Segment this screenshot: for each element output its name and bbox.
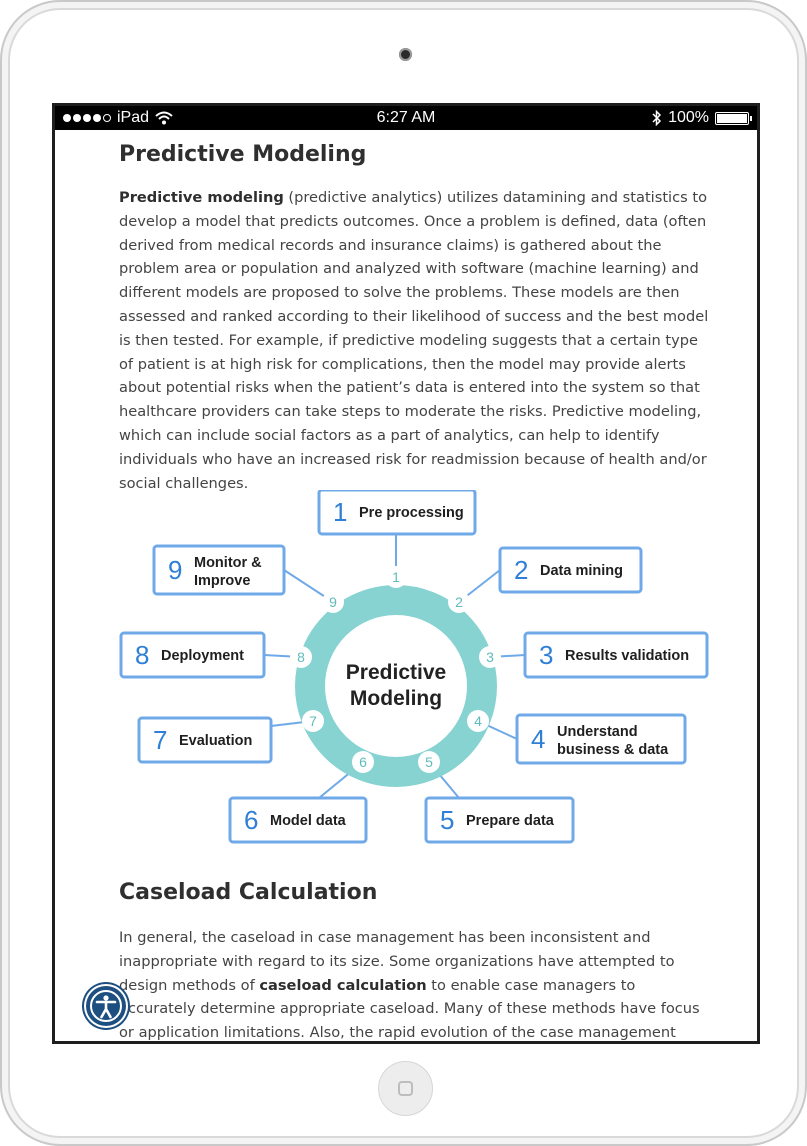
step-label-4-line2: business & data: [557, 742, 669, 758]
bold-term: Predictive modeling: [119, 189, 284, 206]
carrier-label: iPad: [117, 109, 150, 126]
step-number-6: 6: [244, 805, 258, 835]
predictive-modeling-paragraph: Predictive modeling (predictive analytic…: [119, 186, 711, 495]
ring-marker-2: [448, 591, 470, 613]
ring-marker-number-9: 9: [329, 594, 337, 610]
step-label-2: Data mining: [540, 563, 623, 579]
step-box-8: 8 Deployment: [119, 631, 266, 679]
step-label-9-line1: Monitor &: [194, 555, 262, 571]
ring-marker-9: [322, 591, 344, 613]
bluetooth-icon: [652, 110, 662, 126]
ring-marker-number-5: 5: [425, 754, 433, 770]
step-number-3: 3: [539, 640, 553, 670]
step-label-8: Deployment: [161, 648, 244, 664]
ring-marker-8: [290, 646, 312, 668]
caseload-paragraph: In general, the caseload in case managem…: [119, 926, 711, 1042]
ring-marker-number-6: 6: [359, 754, 367, 770]
section-title-predictive-modeling: Predictive Modeling: [119, 142, 367, 167]
diagram-center-line2: Modeling: [350, 687, 442, 710]
home-square-icon: [398, 1081, 413, 1096]
ring-marker-number-4: 4: [474, 713, 482, 729]
ring-marker-4: [467, 710, 489, 732]
status-bar: iPad 6:27 AM 100%: [55, 106, 757, 130]
step-number-2: 2: [514, 555, 528, 585]
caseload-text-before: In general, the caseload in case managem…: [119, 929, 675, 994]
caseload-text-after: to enable case managers to accurately de…: [119, 976, 700, 1042]
step-label-9-line2: Improve: [194, 573, 250, 589]
step-label-7: Evaluation: [179, 733, 252, 749]
ring-marker-number-7: 7: [309, 713, 317, 729]
step-number-1: 1: [333, 497, 347, 527]
step-box-1: 1 Pre processing: [317, 490, 477, 536]
step-number-9: 9: [168, 555, 182, 585]
step-number-4: 4: [531, 724, 545, 754]
ring-marker-number-1: 1: [392, 569, 400, 585]
step-box-9: 9 Monitor & Improve: [152, 544, 286, 596]
ring-marker-5: [418, 751, 440, 773]
accessibility-icon[interactable]: [86, 986, 126, 1026]
ring-marker-6: [352, 751, 374, 773]
diagram-center-line1: Predictive: [346, 661, 446, 684]
ring-marker-1: [385, 566, 407, 588]
predictive-modeling-diagram: 1 2 3 4 5 6 7 8 9 Predictive Modeling 1 Pre proce…: [119, 490, 709, 844]
caseload-bold-term: caseload calculation: [259, 976, 427, 994]
clock: 6:27 AM: [376, 109, 436, 126]
step-number-8: 8: [135, 640, 149, 670]
accessibility-figure-icon: [90, 990, 122, 1022]
camera-icon: [399, 48, 412, 61]
step-label-4-line1: Understand: [557, 724, 638, 740]
step-box-7: 7 Evaluation: [137, 716, 273, 764]
step-box-5: 5 Prepare data: [424, 796, 575, 844]
step-label-5: Prepare data: [466, 813, 555, 829]
screen: iPad 6:27 AM 100% Predictive Modeling Pr…: [52, 103, 760, 1044]
ring-marker-number-2: 2: [455, 594, 463, 610]
step-label-3: Results validation: [565, 648, 689, 664]
battery-percent: 100%: [668, 109, 709, 126]
section-title-caseload-calculation: Caseload Calculation: [119, 880, 378, 905]
ring-marker-number-3: 3: [486, 649, 494, 665]
ring-marker-number-8: 8: [297, 649, 305, 665]
home-button[interactable]: [378, 1061, 433, 1116]
step-number-7: 7: [153, 725, 167, 755]
step-box-3: 3 Results validation: [523, 631, 709, 679]
battery-icon: [715, 111, 752, 125]
signal-dots-icon: [63, 114, 111, 122]
step-label-6: Model data: [270, 813, 347, 829]
step-number-5: 5: [440, 805, 454, 835]
paragraph-text: (predictive analytics) utilizes datamini…: [119, 189, 709, 492]
wifi-icon: [155, 111, 173, 125]
diagram-ring: [295, 585, 497, 787]
ring-marker-3: [479, 646, 501, 668]
step-box-2: 2 Data mining: [498, 546, 643, 594]
step-box-4: 4 Understand business & data: [515, 713, 687, 765]
step-label-1: Pre processing: [359, 505, 464, 521]
step-box-6: 6 Model data: [228, 796, 368, 844]
ring-marker-7: [302, 710, 324, 732]
